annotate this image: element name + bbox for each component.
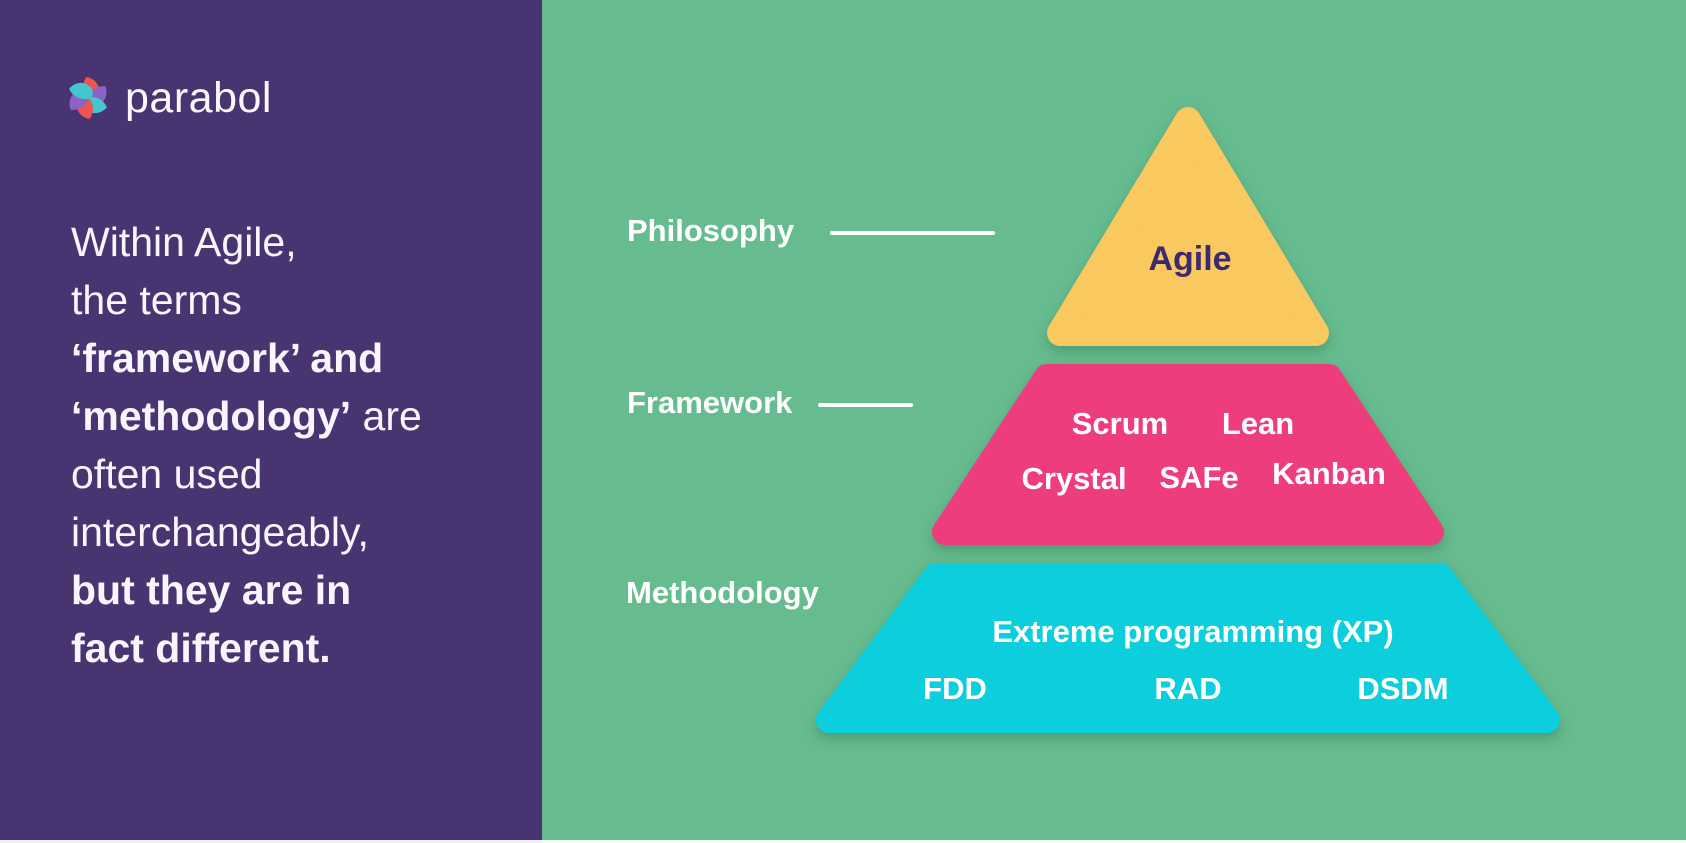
tier-label-philosophy: Philosophy bbox=[627, 213, 795, 248]
intro-segment: interchangeably, bbox=[71, 509, 369, 555]
intro-segment: ‘methodology’ bbox=[71, 393, 352, 439]
pyramid-tier-philosophy bbox=[1047, 107, 1329, 346]
intro-segment: fact different. bbox=[71, 625, 331, 671]
left-panel: parabol Within Agile, the terms ‘framewo… bbox=[0, 0, 542, 843]
pyramid-item-kanban: Kanban bbox=[1272, 456, 1386, 491]
intro-line: the terms bbox=[71, 271, 531, 329]
pyramid-item-scrum: Scrum bbox=[1071, 406, 1169, 441]
intro-line: Within Agile, bbox=[71, 213, 531, 271]
pyramid-item-lean: Lean bbox=[1221, 406, 1295, 441]
pyramid-tier-methodology bbox=[816, 563, 1560, 733]
intro-segment: Within Agile, bbox=[71, 219, 297, 265]
intro-line: often used bbox=[71, 445, 531, 503]
pyramid-tier-framework bbox=[932, 364, 1444, 545]
tier-label-framework: Framework bbox=[627, 385, 793, 420]
framework-connector-line bbox=[818, 403, 913, 407]
intro-segment: ‘framework’ and bbox=[71, 335, 384, 381]
tier-label-methodology: Methodology bbox=[626, 575, 819, 610]
intro-segment: often used bbox=[71, 451, 263, 497]
parabol-logo-icon bbox=[69, 77, 107, 119]
intro-line: ‘methodology’ are bbox=[71, 387, 531, 445]
pyramid-item-xp: Extreme programming (XP) bbox=[992, 614, 1394, 649]
intro-line: fact different. bbox=[71, 619, 531, 677]
logo-petal bbox=[69, 82, 93, 100]
pyramid-item-fdd: FDD bbox=[923, 671, 987, 706]
pyramid-item-safe: SAFe bbox=[1159, 460, 1239, 495]
intro-segment: are bbox=[351, 393, 422, 439]
pyramid-item-rad: RAD bbox=[1154, 671, 1222, 706]
philosophy-connector-line bbox=[830, 231, 995, 235]
pyramid-item-crystal: Crystal bbox=[1021, 461, 1127, 496]
intro-line: interchangeably, bbox=[71, 503, 531, 561]
intro-line: but they are in bbox=[71, 561, 531, 619]
pyramid-item-dsdm: DSDM bbox=[1357, 671, 1449, 706]
intro-segment: but they are in bbox=[71, 567, 352, 613]
intro-segment: the terms bbox=[71, 277, 242, 323]
bottom-edge-line bbox=[0, 840, 1686, 843]
pyramid-item-agile: Agile bbox=[1148, 240, 1232, 278]
parabol-logo: parabol bbox=[64, 74, 272, 122]
intro-line: ‘framework’ and bbox=[71, 329, 531, 387]
brand-wordmark: parabol bbox=[125, 74, 272, 122]
intro-text: Within Agile, the terms ‘framework’ and … bbox=[71, 213, 531, 677]
